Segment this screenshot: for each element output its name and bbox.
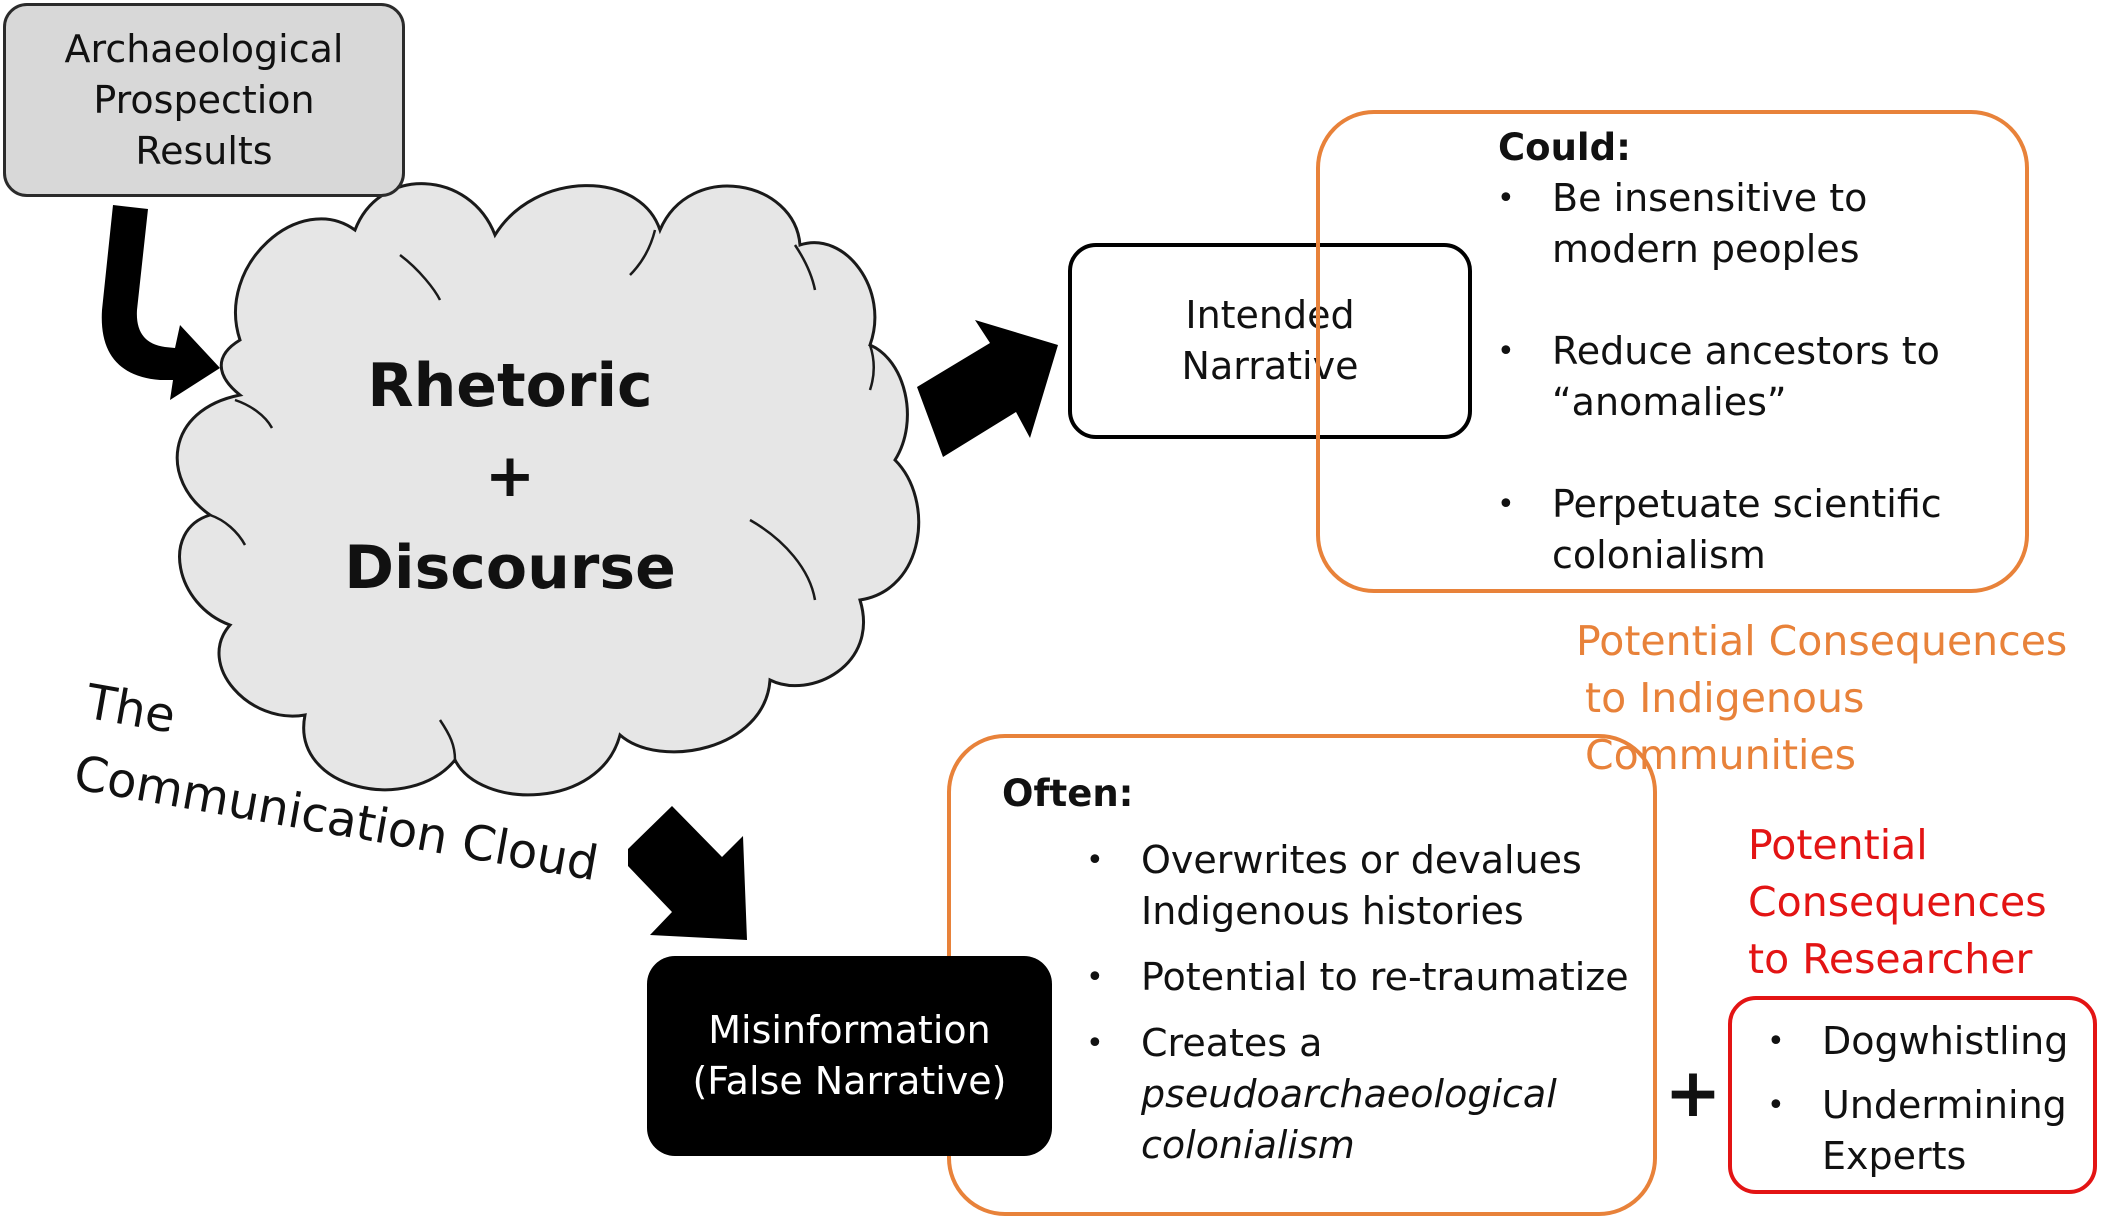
often-item: Creates a pseudoarchaeological coloniali… [1083, 1018, 1643, 1171]
could-item: Perpetuate scientific colonialism [1494, 479, 2004, 581]
indigenous-consequences-line2: to Indigenous Communities [1585, 674, 1865, 779]
could-item: Reduce ancestors to “anomalies” [1494, 326, 2004, 428]
misinformation-box: Misinformation (False Narrative) [647, 956, 1052, 1156]
curved-arrow-icon [101, 205, 220, 400]
prospection-results-box: Archaeological Prospection Results [3, 3, 405, 197]
intended-narrative-box: Intended Narrative [1068, 243, 1472, 439]
cloud-discourse-text: Discourse [344, 533, 676, 603]
could-heading: Could: [1498, 126, 1631, 169]
prospection-results-label: Archaeological Prospection Results [64, 26, 344, 173]
often-item: Potential to re-traumatize [1083, 952, 1643, 1003]
researcher-item: Dogwhistling [1764, 1016, 2084, 1067]
researcher-consequences-line3: to Researcher [1748, 935, 2033, 983]
researcher-item: Undermining Experts [1764, 1080, 2067, 1182]
researcher-list: Dogwhistling Undermining Experts [1764, 1016, 2084, 1195]
often-list: Overwrites or devalues Indigenous histor… [1083, 835, 1643, 1186]
often-item-prefix: Creates a [1141, 1021, 1323, 1065]
often-heading: Often: [1002, 772, 1134, 815]
researcher-consequences-line2: Consequences [1748, 878, 2047, 926]
could-consequences-box [1316, 110, 2029, 593]
could-list: Be insensitive to modern peoples Reduce … [1494, 173, 2004, 581]
misinformation-label: Misinformation (False Narrative) [692, 1008, 1007, 1103]
researcher-consequences-box [1728, 996, 2097, 1194]
cloud-plus-text: + [484, 441, 536, 511]
cloud-icon [175, 182, 921, 797]
right-arrow-icon [917, 320, 1058, 457]
researcher-consequences-line1: Potential [1748, 821, 1928, 869]
often-item: Overwrites or devalues Indigenous histor… [1083, 835, 1643, 937]
could-item: Be insensitive to modern peoples [1494, 173, 2004, 275]
indigenous-consequences-line1: Potential Consequences [1576, 617, 2068, 665]
intended-narrative-label: Intended Narrative [1181, 293, 1359, 388]
down-right-arrow-icon [628, 806, 747, 940]
often-item-emphasis: pseudoarchaeological colonialism [1141, 1072, 1557, 1167]
cloud-rhetoric-text: Rhetoric [367, 351, 653, 421]
plus-sign: + [1664, 1054, 1722, 1133]
